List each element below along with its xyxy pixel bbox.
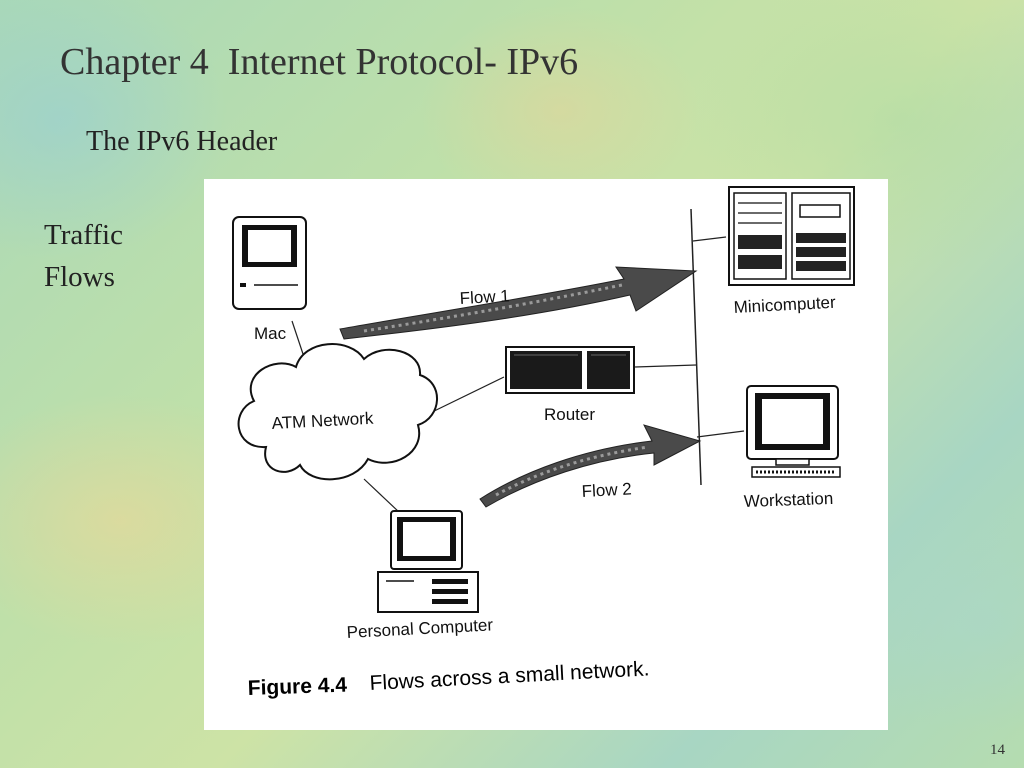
- side-label-line-1: Traffic: [44, 219, 123, 251]
- flow-1-arrow: [339, 266, 698, 340]
- workstation-icon: [746, 385, 841, 478]
- atm-network-cloud-icon: [237, 343, 438, 481]
- network-diagram: Mac ATM Network Flow 1 Router Minicomput…: [232, 186, 855, 700]
- router-icon: [505, 346, 635, 394]
- side-label: Traffic Flows: [44, 214, 123, 298]
- mac-icon: [232, 216, 307, 310]
- link-workstation-backbone: [696, 430, 745, 438]
- minicomputer-icon: [728, 186, 855, 286]
- flow-1-label: Flow 1: [459, 286, 510, 308]
- link-mac-atm: [291, 320, 305, 358]
- personal-computer-icon: [377, 510, 479, 613]
- slide-title: Chapter 4 Internet Protocol- IPv6: [60, 41, 579, 83]
- link-atm-pc: [363, 478, 401, 514]
- network-figure: Mac ATM Network Flow 1 Router Minicomput…: [204, 179, 888, 730]
- flow-2-arrow: [479, 424, 702, 508]
- workstation-label: Workstation: [743, 489, 833, 511]
- slide-subtitle: The IPv6 Header: [86, 126, 278, 157]
- backbone-line: [690, 208, 702, 486]
- link-router-backbone: [633, 364, 697, 368]
- router-label: Router: [544, 405, 595, 424]
- mac-label: Mac: [254, 324, 287, 343]
- page-number: 14: [990, 742, 1005, 758]
- link-atm-router: [425, 376, 505, 416]
- side-label-line-2: Flows: [44, 261, 115, 293]
- figure-caption-text: Flows across a small network.: [369, 657, 650, 695]
- figure-caption-label: Figure 4.4: [247, 674, 347, 700]
- minicomputer-label: Minicomputer: [733, 293, 836, 317]
- personal-computer-label: Personal Computer: [346, 615, 494, 642]
- flow-2-label: Flow 2: [581, 479, 632, 501]
- link-minicomputer-backbone: [692, 236, 727, 242]
